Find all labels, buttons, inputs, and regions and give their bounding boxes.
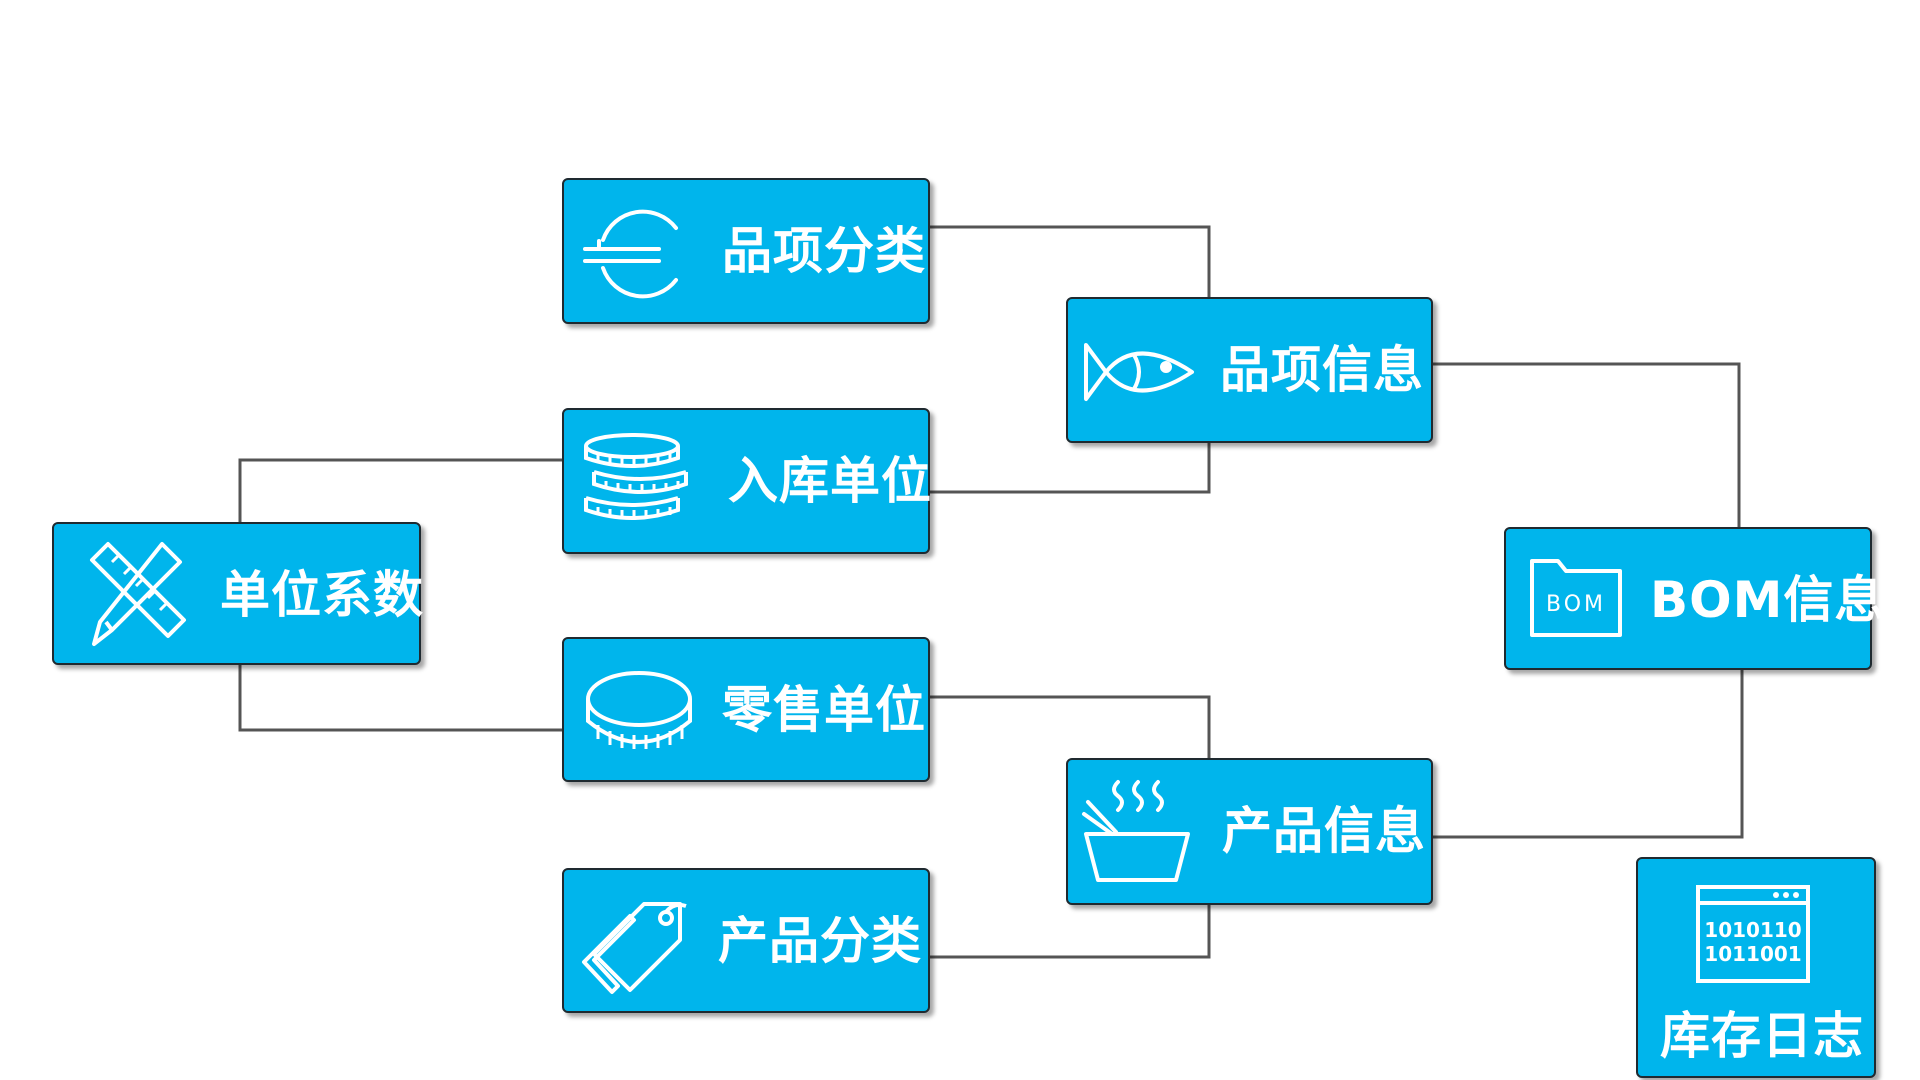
coin-stack-icon [584, 433, 688, 520]
fish-icon [1084, 343, 1194, 401]
bom-folder-icon: BOM [1530, 559, 1622, 637]
connector-product-info-bom-info [1433, 670, 1744, 839]
bom-icon-text: BOM [1546, 592, 1606, 617]
node-label: 库存日志 [1660, 1007, 1864, 1065]
connector-retail-unit-product-info [930, 695, 1211, 758]
hot-bowl-icon [1082, 780, 1190, 882]
connector-product-category-product-info [930, 905, 1211, 959]
node-retail-unit[interactable]: 零售单位 [562, 637, 930, 782]
node-label: 品项分类 [722, 222, 926, 280]
price-tags-icon [582, 902, 687, 994]
node-stock-unit[interactable]: 入库单位 [562, 408, 932, 554]
binary-line-2: 1011001 [1704, 942, 1801, 966]
connector-item-info-bom-info [1433, 362, 1741, 527]
node-label: 零售单位 [722, 681, 926, 739]
node-bom-info[interactable]: BOM BOM信息 [1504, 527, 1884, 670]
euro-icon [583, 209, 678, 299]
node-label: 产品信息 [1222, 802, 1426, 860]
node-product-info[interactable]: 产品信息 [1066, 758, 1433, 905]
binary-line-1: 1010110 [1704, 918, 1801, 942]
coin-icon [586, 671, 692, 749]
node-item-category[interactable]: 品项分类 [562, 178, 930, 324]
node-unit-factor[interactable]: 单位系数 [52, 522, 424, 665]
ruler-pencil-icon [90, 542, 186, 646]
connector-unit-factor-retail-unit [238, 665, 562, 732]
node-label: 单位系数 [220, 566, 424, 624]
node-label: 产品分类 [718, 912, 922, 970]
node-label: BOM信息 [1650, 571, 1886, 629]
connector-stock-unit-item-info [930, 443, 1211, 494]
node-label: 品项信息 [1220, 341, 1424, 399]
connector-unit-factor-stock-unit [238, 458, 562, 522]
binary-window-icon: 1010110 1011001 [1696, 885, 1810, 983]
node-product-category[interactable]: 产品分类 [562, 868, 930, 1013]
node-item-info[interactable]: 品项信息 [1066, 297, 1433, 443]
connector-category-item-info [930, 225, 1211, 297]
node-inventory-log[interactable]: 1010110 1011001 库存日志 [1636, 857, 1876, 1078]
node-label: 入库单位 [728, 452, 932, 510]
